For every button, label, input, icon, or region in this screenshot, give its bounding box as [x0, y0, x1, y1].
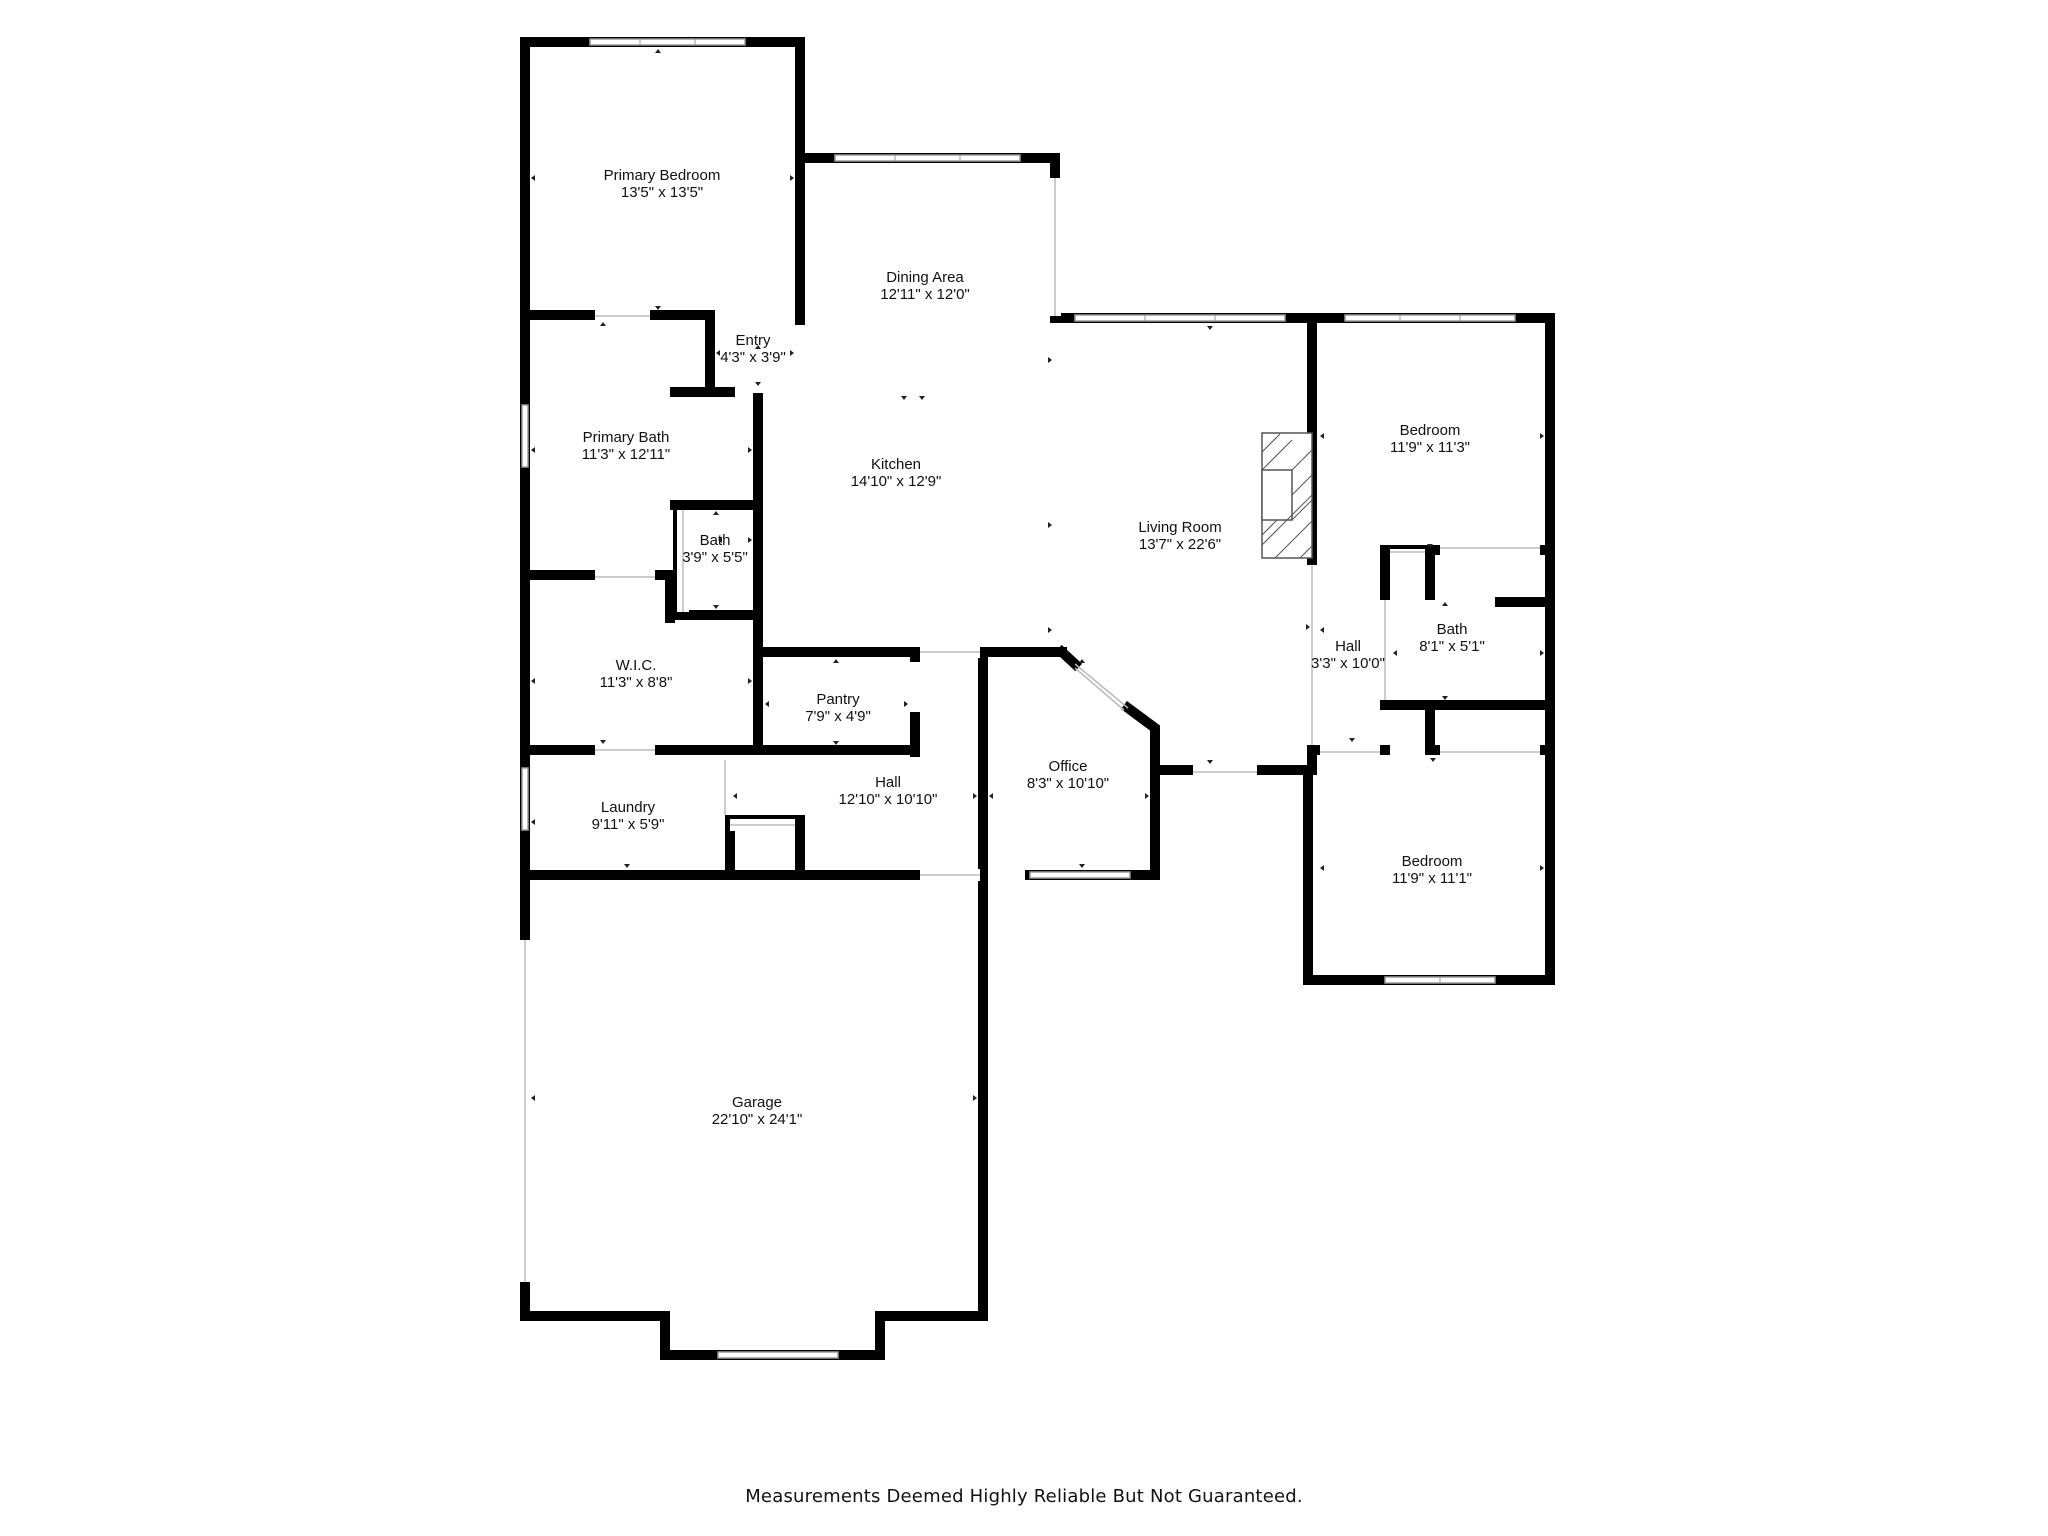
room-name: Primary Bath — [583, 429, 670, 446]
room-laundry: Laundry 9'11" x 5'9" — [592, 799, 665, 833]
room-dimensions: 13'7" x 22'6" — [1139, 536, 1221, 553]
room-kitchen: Kitchen 14'10" x 12'9" — [851, 456, 942, 490]
room-office: Office 8'3" x 10'10" — [1027, 758, 1109, 792]
measurement-disclaimer: Measurements Deemed Highly Reliable But … — [745, 1486, 1303, 1507]
room-name: Bath — [1437, 621, 1468, 638]
walls — [520, 37, 1555, 1360]
room-dimensions: 9'11" x 5'9" — [592, 816, 665, 833]
room-primary-bath: Primary Bath 11'3" x 12'11" — [582, 429, 670, 463]
room-dimensions: 8'3" x 10'10" — [1027, 775, 1109, 792]
room-dimensions: 11'9" x 11'1" — [1392, 870, 1472, 887]
room-name: Garage — [732, 1094, 782, 1111]
room-name: Pantry — [816, 691, 860, 708]
room-dimensions: 22'10" x 24'1" — [712, 1111, 803, 1128]
room-dimensions: 11'3" x 8'8" — [600, 674, 673, 691]
doorways — [519, 178, 1540, 1282]
room-entry: Entry 4'3" x 3'9" — [720, 332, 786, 366]
window — [589, 38, 746, 46]
window — [521, 767, 529, 831]
room-name: Hall — [1335, 638, 1361, 655]
room-living-room: Living Room 13'7" x 22'6" — [1138, 519, 1221, 553]
room-bedroom-upper: Bedroom 11'9" x 11'3" — [1390, 422, 1470, 456]
room-name: W.I.C. — [616, 657, 657, 674]
room-labels: Primary Bedroom 13'5" x 13'5" Dining Are… — [582, 167, 1485, 1128]
room-name: Bedroom — [1402, 853, 1463, 870]
room-name: Laundry — [601, 799, 656, 816]
window — [521, 404, 529, 468]
window — [834, 154, 1021, 162]
room-dimensions: 12'11" x 12'0" — [880, 286, 970, 303]
room-name: Dining Area — [886, 269, 964, 286]
room-name: Primary Bedroom — [604, 167, 721, 184]
room-name: Kitchen — [871, 456, 921, 473]
room-bedroom-lower: Bedroom 11'9" x 11'1" — [1392, 853, 1472, 887]
room-dimensions: 13'5" x 13'5" — [621, 184, 703, 201]
dimension-ticks — [531, 49, 1544, 1101]
room-dimensions: 8'1" x 5'1" — [1419, 638, 1485, 655]
room-pantry: Pantry 7'9" x 4'9" — [805, 691, 871, 725]
window — [1029, 871, 1131, 879]
window — [1074, 314, 1286, 322]
room-dimensions: 3'9" x 5'5" — [682, 549, 748, 566]
room-primary-bedroom: Primary Bedroom 13'5" x 13'5" — [604, 167, 721, 201]
window — [717, 1351, 839, 1359]
room-dining-area: Dining Area 12'11" x 12'0" — [880, 269, 970, 303]
room-name: Living Room — [1138, 519, 1221, 536]
room-dimensions: 14'10" x 12'9" — [851, 473, 942, 490]
room-garage: Garage 22'10" x 24'1" — [712, 1094, 803, 1128]
room-dimensions: 11'9" x 11'3" — [1390, 439, 1470, 456]
room-dimensions: 11'3" x 12'11" — [582, 446, 670, 463]
room-bath-small: Bath 3'9" x 5'5" — [682, 532, 748, 566]
room-name: Office — [1049, 758, 1088, 775]
room-bath-right: Bath 8'1" x 5'1" — [1419, 621, 1485, 655]
fireplace — [1261, 432, 1313, 559]
room-name: Bedroom — [1400, 422, 1461, 439]
room-hall-center: Hall 12'10" x 10'10" — [839, 774, 938, 808]
room-name: Bath — [700, 532, 731, 549]
room-dimensions: 4'3" x 3'9" — [720, 349, 786, 366]
room-name: Hall — [875, 774, 901, 791]
room-wic: W.I.C. 11'3" x 8'8" — [600, 657, 673, 691]
room-name: Entry — [735, 332, 771, 349]
room-dimensions: 12'10" x 10'10" — [839, 791, 938, 808]
room-dimensions: 7'9" x 4'9" — [805, 708, 871, 725]
windows — [521, 38, 1516, 1359]
door-edges — [524, 178, 1540, 1282]
room-dimensions: 3'3" x 10'0" — [1311, 655, 1385, 672]
window — [1344, 314, 1516, 322]
room-hall-right: Hall 3'3" x 10'0" — [1311, 638, 1385, 672]
